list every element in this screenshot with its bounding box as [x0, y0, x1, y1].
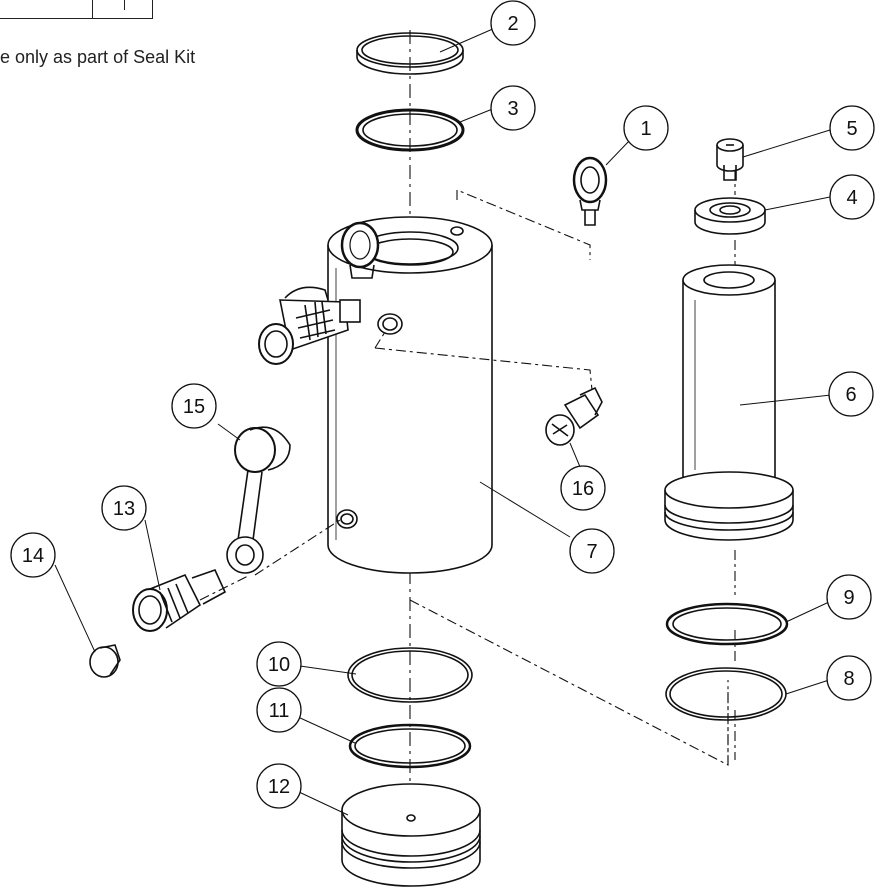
callout-circle [569, 528, 615, 574]
callout-circle [623, 105, 669, 151]
callout-leaders [54, 27, 832, 816]
callout-number: 15 [183, 396, 205, 418]
installed-coupler [258, 286, 361, 365]
callout-6: 6 [828, 371, 874, 417]
table-cell-divider [92, 0, 93, 18]
callout-14: 14 [10, 532, 56, 578]
callout-circle [10, 532, 56, 578]
callout-number: 14 [22, 545, 44, 567]
callout-circle [490, 0, 536, 46]
callout-circle [829, 105, 875, 151]
callout-3: 3 [490, 85, 536, 131]
part-5-cap-screw [716, 138, 744, 181]
callout-circle [256, 641, 302, 687]
callout-5: 5 [829, 105, 875, 151]
callout-circle [256, 763, 302, 809]
callout-circle [828, 371, 874, 417]
callout-circle [826, 574, 872, 620]
callout-number: 2 [507, 13, 518, 35]
table-cell-mark [124, 0, 125, 10]
callout-number: 9 [843, 587, 854, 609]
callout-1: 1 [623, 105, 669, 151]
callout-16: 16 [560, 465, 606, 511]
callout-11: 11 [256, 687, 302, 733]
callout-circle [490, 85, 536, 131]
assembly-leader-lines [199, 170, 736, 766]
callout-number: 13 [113, 498, 135, 520]
part-16-fitting [545, 386, 603, 446]
part-13-coupler [132, 569, 227, 632]
callout-circle [101, 485, 147, 531]
installed-eye-bolt [340, 221, 380, 279]
callout-circle [560, 465, 606, 511]
callout-circle [256, 687, 302, 733]
callout-number: 16 [572, 478, 594, 500]
part-9-ring [665, 602, 789, 646]
callout-circle [829, 174, 875, 220]
callout-number: 7 [586, 541, 597, 563]
callout-15: 15 [171, 383, 217, 429]
part-6-plunger [664, 264, 794, 541]
callout-7: 7 [569, 528, 615, 574]
callout-number: 1 [640, 118, 651, 140]
parts-table-fragment [0, 0, 153, 19]
callout-2: 2 [490, 0, 536, 46]
seal-kit-note: e only as part of Seal Kit [0, 47, 196, 67]
callout-number: 10 [268, 654, 290, 676]
part-15-dust-cap [226, 426, 291, 574]
part-12-base-plug [341, 783, 481, 887]
callout-circle [171, 383, 217, 429]
callout-circle [826, 655, 872, 701]
callout-number: 11 [269, 700, 290, 722]
callout-12: 12 [256, 763, 302, 809]
callout-number: 12 [268, 776, 290, 798]
part-1-eye-bolt [572, 156, 608, 226]
callout-number: 4 [846, 187, 857, 209]
callout-9: 9 [826, 574, 872, 620]
callout-number: 3 [507, 98, 518, 120]
callout-13: 13 [101, 485, 147, 531]
callout-10: 10 [256, 641, 302, 687]
part-10-o-ring [347, 647, 473, 703]
part-11-ring [348, 723, 472, 769]
callout-number: 8 [843, 668, 854, 690]
callout-number: 5 [846, 118, 857, 140]
callout-8: 8 [826, 655, 872, 701]
part-14-cap [89, 644, 121, 678]
callout-4: 4 [829, 174, 875, 220]
callout-number: 6 [845, 384, 856, 406]
